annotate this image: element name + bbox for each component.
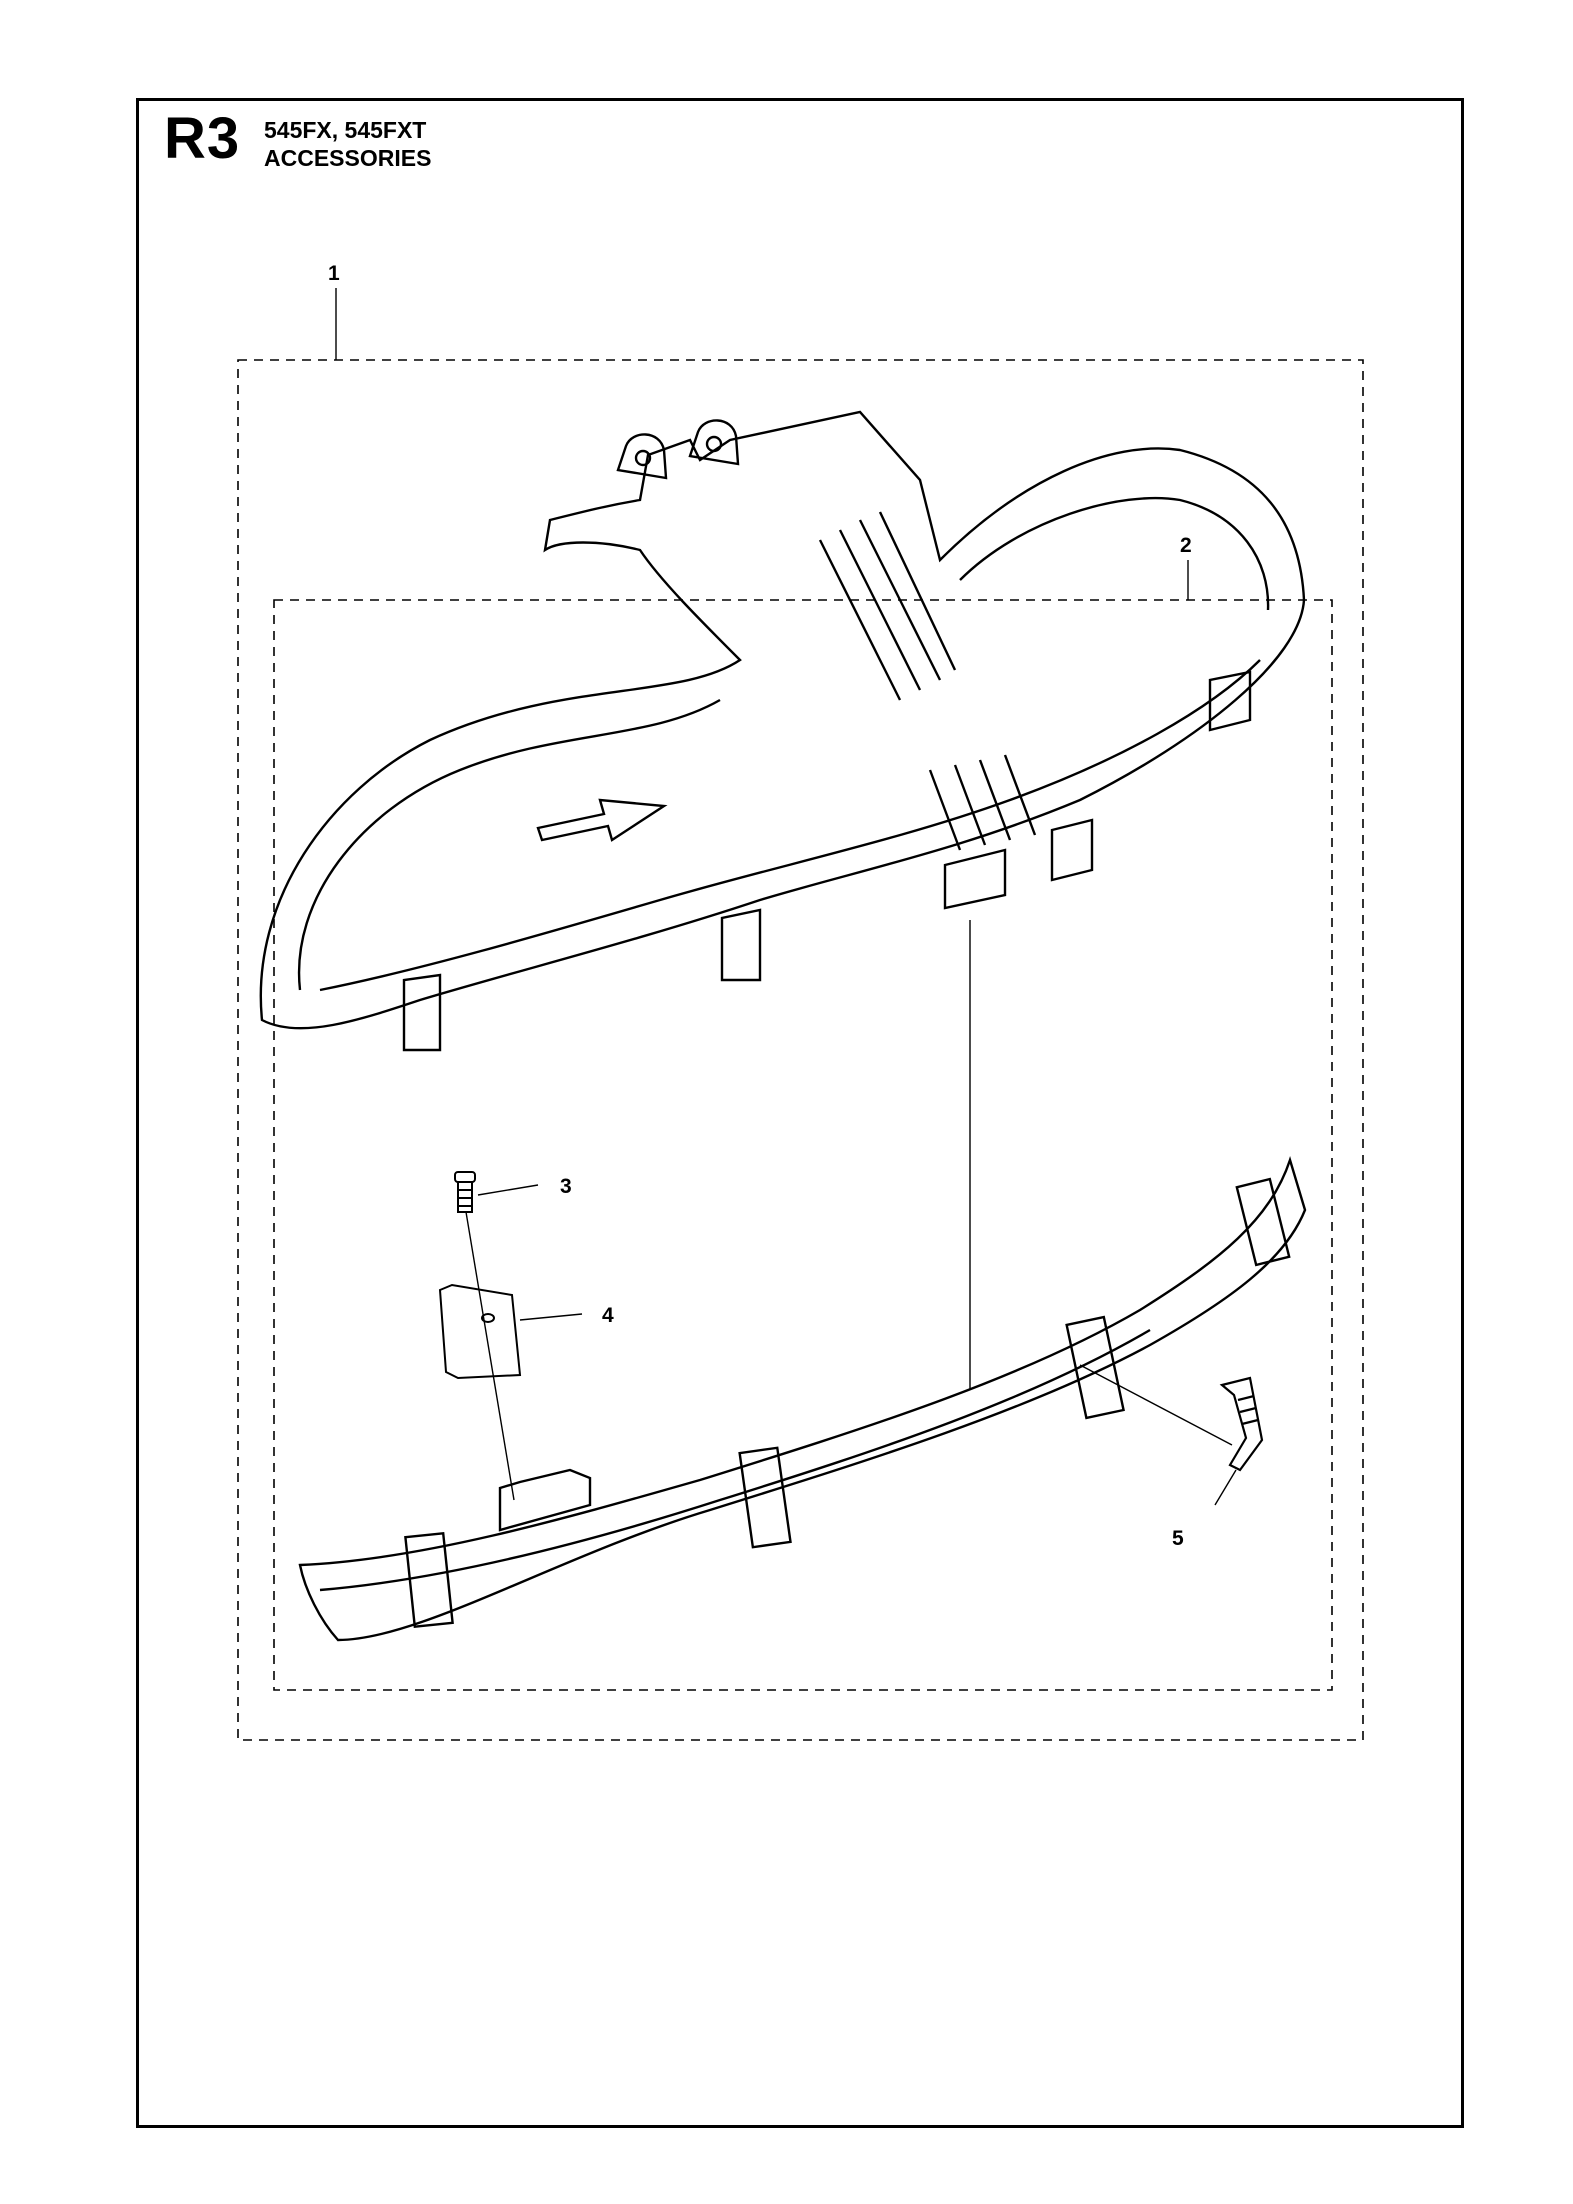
guard-strip xyxy=(298,1156,1307,1642)
kit-boundary-2 xyxy=(273,599,1333,1691)
strip-clip-4 xyxy=(1235,1177,1291,1267)
callout-1: 1 xyxy=(328,262,340,285)
leader-3 xyxy=(477,1184,539,1196)
rotation-arrow xyxy=(536,798,668,842)
callout-5: 5 xyxy=(1172,1527,1184,1550)
leader-5 xyxy=(1079,1364,1233,1446)
leader-5-label xyxy=(1214,1469,1237,1506)
model-list: 545FX, 545FXT xyxy=(264,117,427,143)
strip-clip-1 xyxy=(404,1531,454,1629)
kit-boundary-1 xyxy=(237,359,1364,1741)
strip-clip-2 xyxy=(738,1446,792,1549)
section-title: ACCESSORIES xyxy=(264,145,432,171)
assembly-line xyxy=(465,1211,515,1501)
callout-2: 2 xyxy=(1180,534,1192,557)
clip-part xyxy=(1219,1376,1264,1472)
nut-plate-part xyxy=(438,1283,522,1380)
callout-3: 3 xyxy=(560,1175,572,1198)
sheet-frame xyxy=(136,98,1464,2128)
strip-clip-3 xyxy=(1065,1315,1125,1420)
callout-4: 4 xyxy=(602,1304,614,1327)
trimmer-guard xyxy=(259,410,1306,1052)
leader-4 xyxy=(519,1313,583,1321)
page-code: R3 xyxy=(164,106,241,171)
screw-part xyxy=(454,1171,476,1213)
